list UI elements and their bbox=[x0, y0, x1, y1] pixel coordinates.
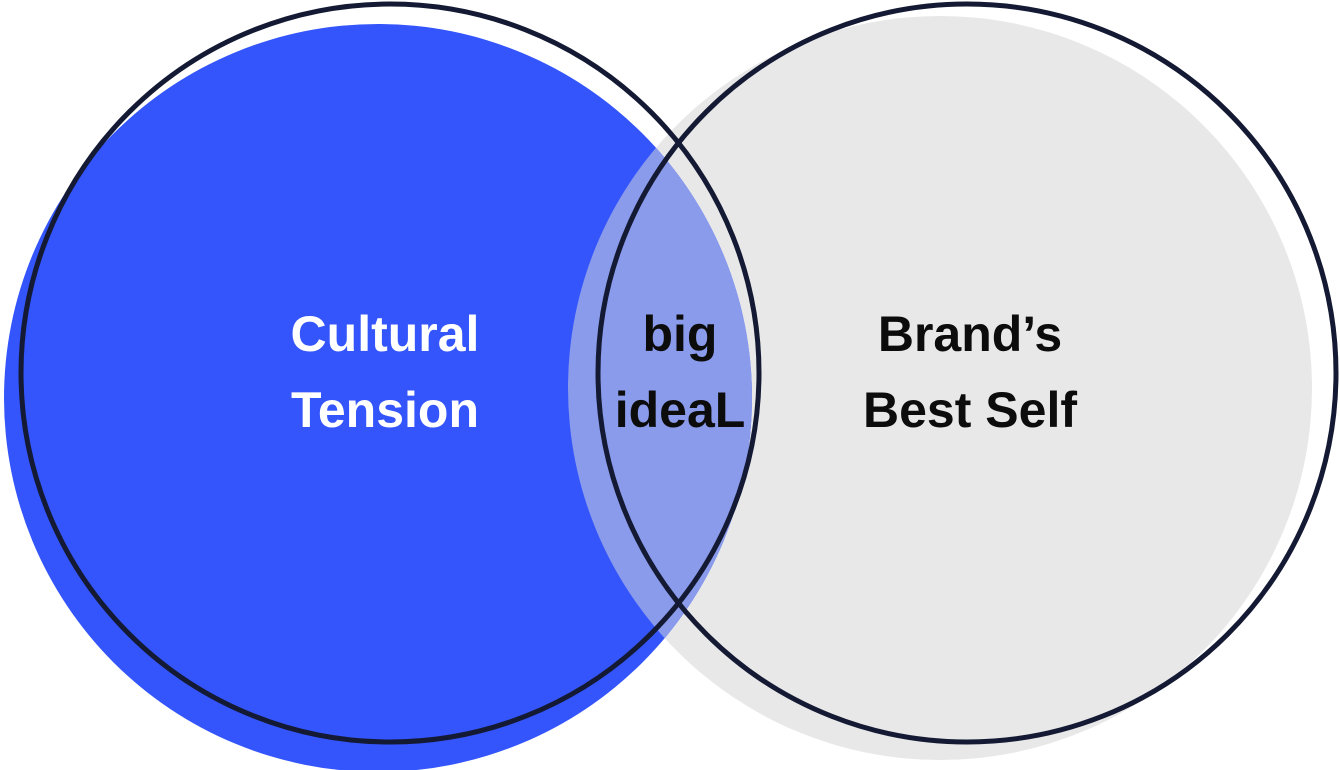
big-ideal-label: big ideaL bbox=[590, 296, 770, 448]
brands-best-self-line2: Best Self bbox=[863, 382, 1077, 438]
right-circle-outline bbox=[595, 1, 1339, 745]
brands-best-self-line1: Brand’s bbox=[877, 306, 1063, 362]
right-circle-fill bbox=[568, 16, 1312, 760]
left-circle-outline bbox=[18, 1, 762, 745]
brands-best-self-label: Brand’s Best Self bbox=[830, 296, 1110, 448]
left-circle-fill bbox=[4, 24, 752, 770]
cultural-tension-label: Cultural Tension bbox=[250, 296, 520, 448]
cultural-tension-line1: Cultural bbox=[290, 306, 480, 362]
cultural-tension-line2: Tension bbox=[291, 382, 479, 438]
big-ideal-line2: ideaL bbox=[614, 382, 746, 438]
big-ideal-line1: big bbox=[642, 306, 718, 362]
